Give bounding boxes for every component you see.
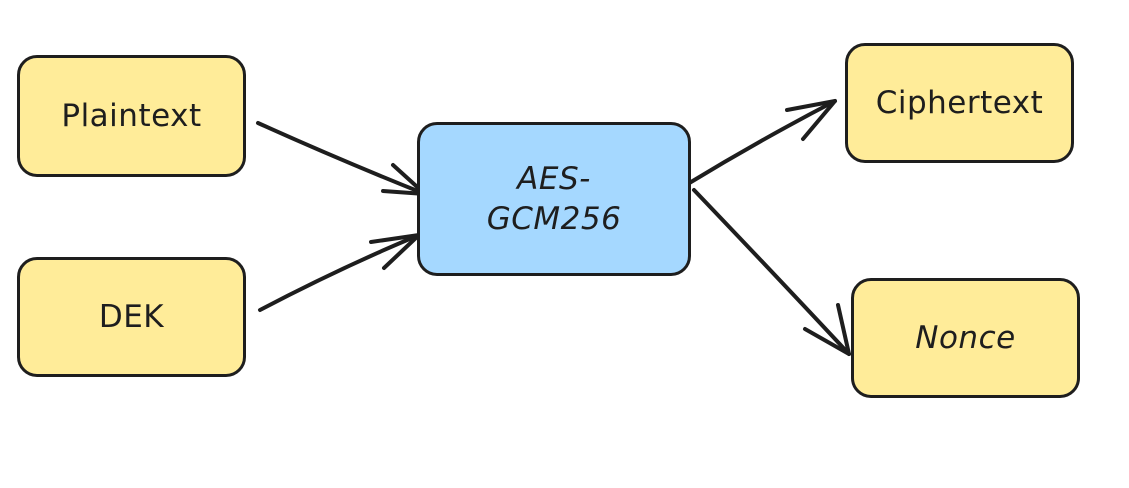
aes-gcm256-label: AES- GCM256 — [487, 159, 622, 239]
aes-gcm256-node: AES- GCM256 — [417, 122, 691, 276]
arrow-aes-to-nonce — [692, 188, 851, 356]
aes-label-line1: AES- — [517, 161, 591, 197]
plaintext-label: Plaintext — [61, 98, 202, 134]
nonce-node: Nonce — [851, 278, 1080, 398]
dek-node: DEK — [17, 257, 246, 377]
ciphertext-node: Ciphertext — [845, 43, 1074, 163]
nonce-label: Nonce — [915, 320, 1016, 356]
aes-label-line2: GCM256 — [486, 201, 622, 237]
ciphertext-label: Ciphertext — [875, 85, 1044, 121]
arrow-plaintext-to-aes — [256, 121, 427, 196]
plaintext-node: Plaintext — [17, 55, 246, 177]
dek-label: DEK — [98, 299, 165, 335]
arrow-dek-to-aes — [258, 233, 421, 312]
arrow-aes-to-ciphertext — [684, 99, 837, 187]
